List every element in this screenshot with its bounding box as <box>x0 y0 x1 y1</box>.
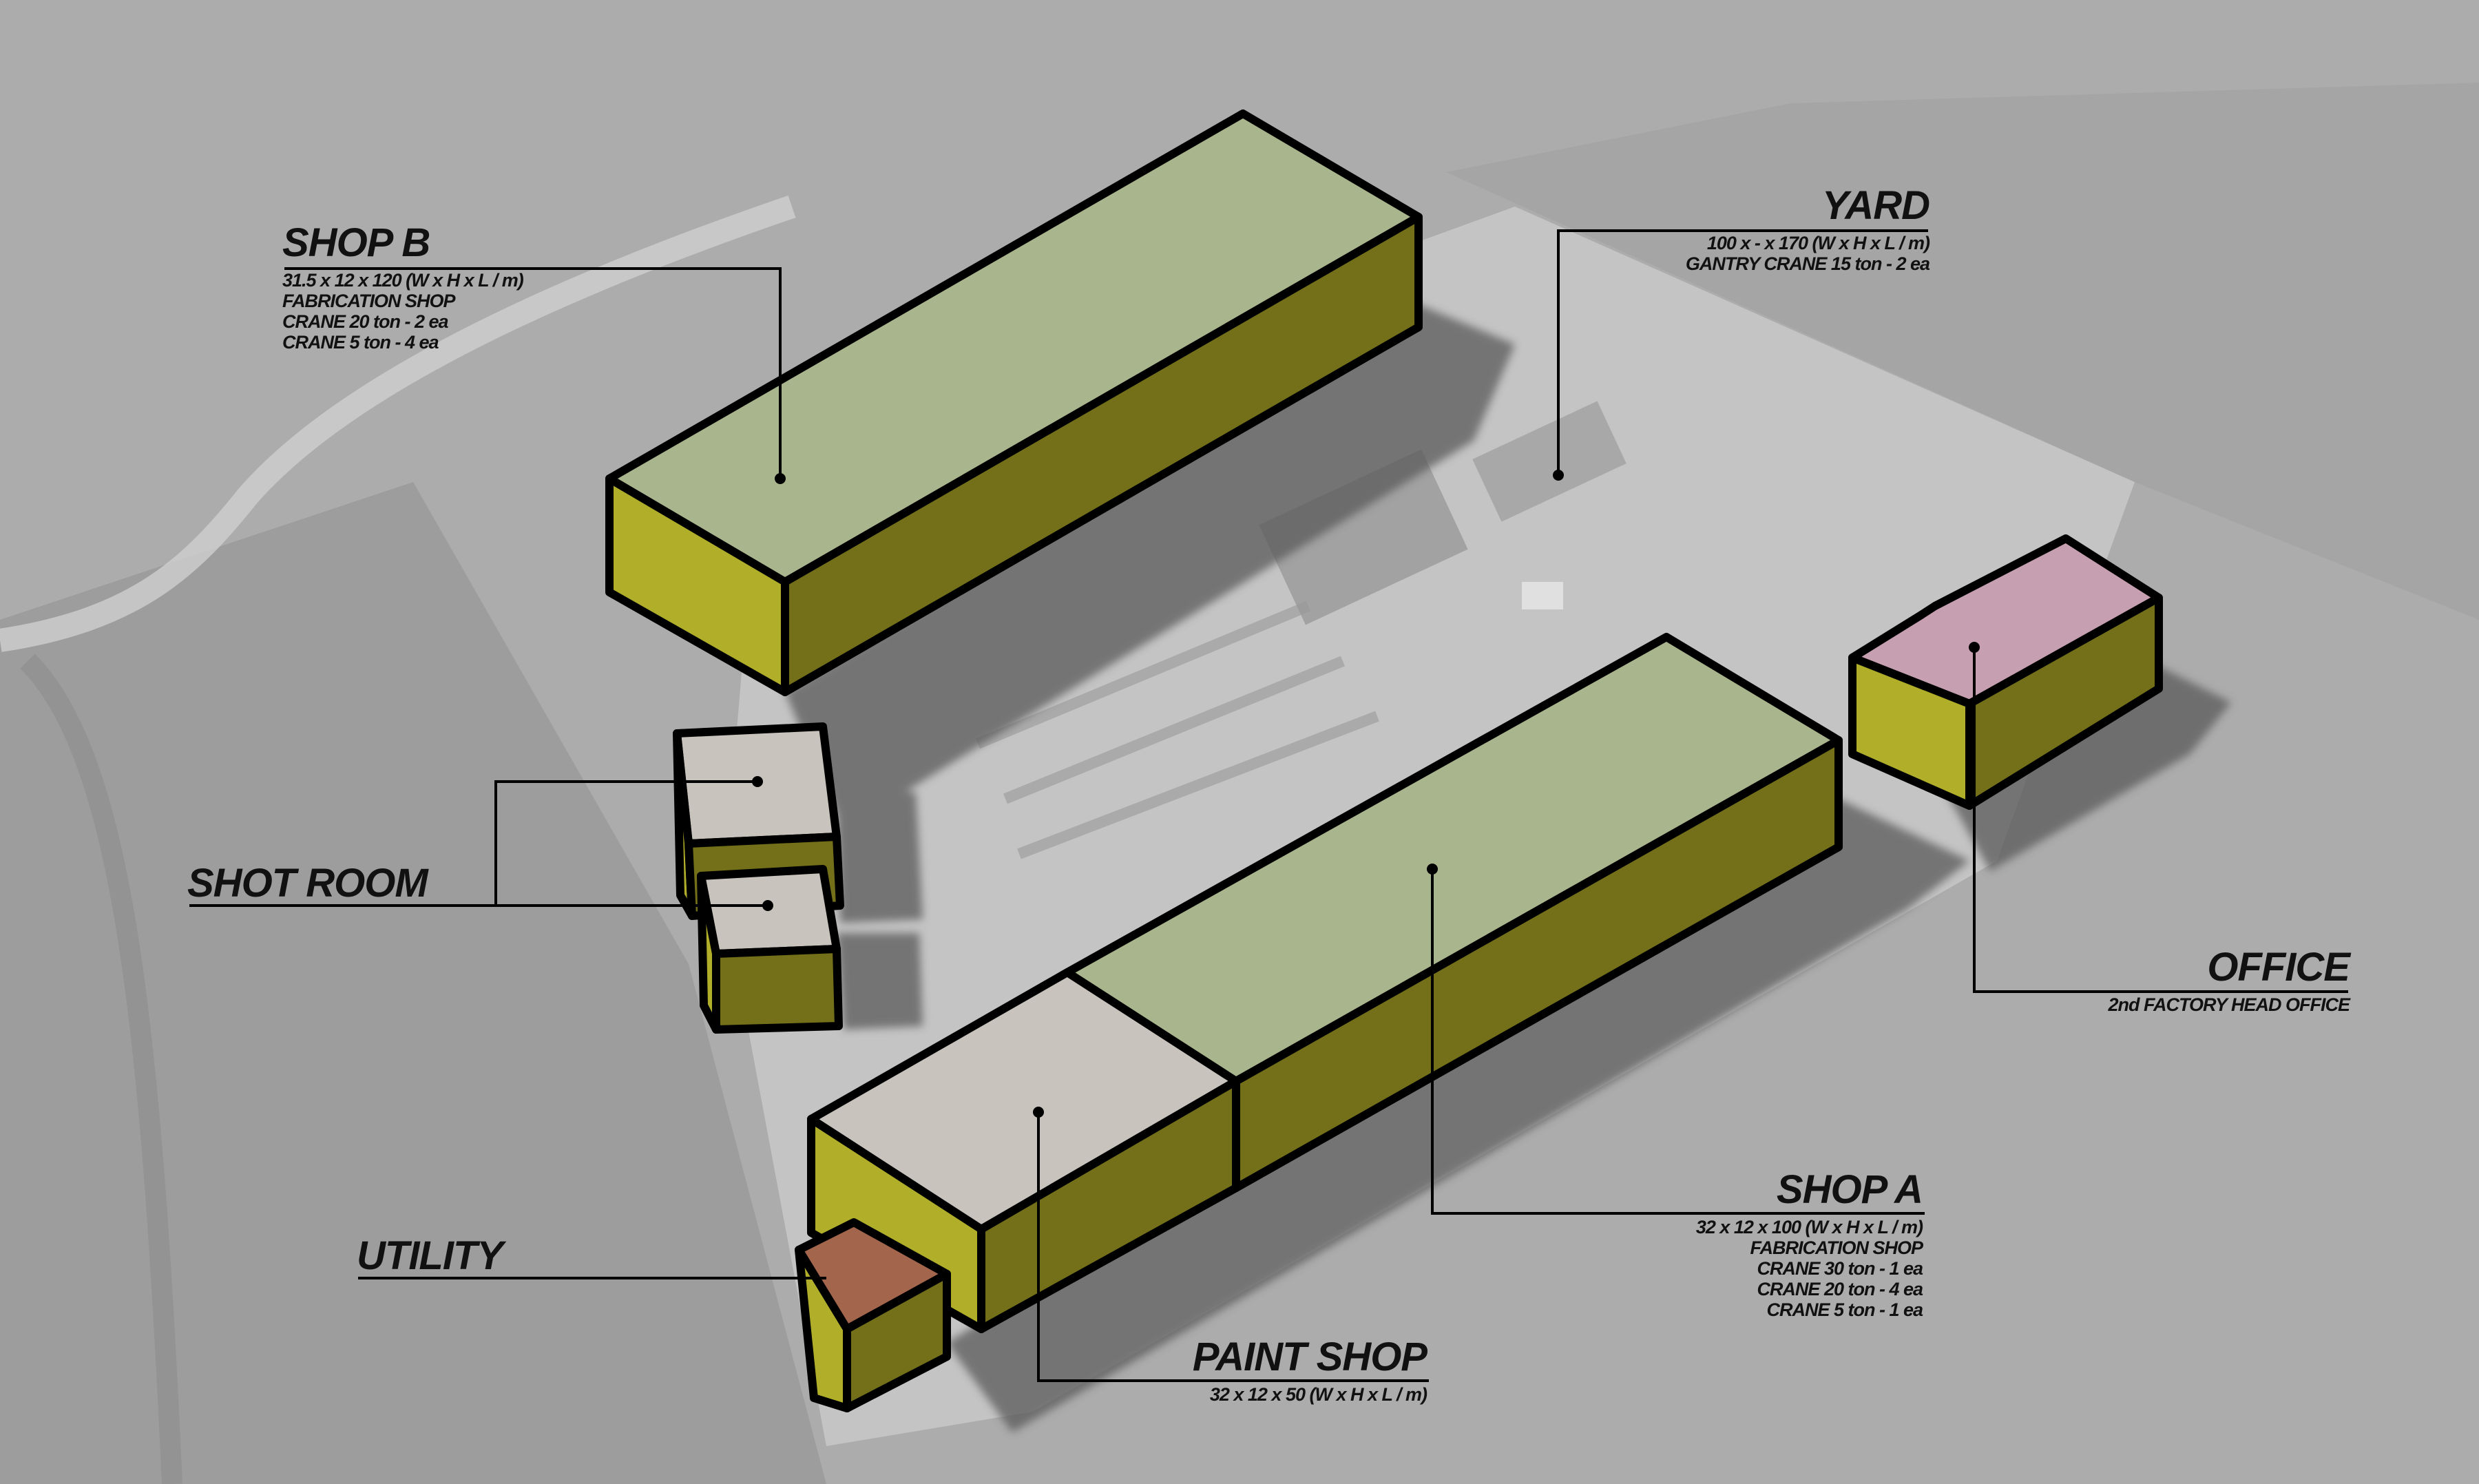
label-shop-b: SHOP B 31.5 x 12 x 120 (W x H x L / m) F… <box>282 220 524 353</box>
office-line-1: 2nd FACTORY HEAD OFFICE <box>2108 994 2350 1015</box>
leader-shop-b <box>284 267 782 479</box>
leader-dots <box>752 470 1980 1118</box>
shop-a-title: SHOP A <box>1776 1167 1923 1212</box>
shop-a-side-wall <box>1232 736 1843 1192</box>
utility-title: UTILITY <box>357 1233 503 1278</box>
shot-room-lower-roof <box>697 865 841 958</box>
shop-b-line-4: CRANE 5 ton - 4 ea <box>282 332 439 353</box>
shop-a-line-4: CRANE 20 ton - 4 ea <box>1757 1279 1923 1299</box>
building-shot-room-lower <box>697 865 843 1034</box>
leader-yard <box>1557 229 1928 475</box>
office-side-wall <box>1965 594 2163 810</box>
shop-b-line-1: 31.5 x 12 x 120 (W x H x L / m) <box>282 270 524 291</box>
label-yard: YARD 100 x - x 170 (W x H x L / m) GANTR… <box>1685 183 1930 275</box>
office-title: OFFICE <box>2207 945 2350 990</box>
shop-a-line-1: 32 x 12 x 100 (W x H x L / m) <box>1695 1217 1923 1237</box>
building-shadows <box>785 303 2231 1432</box>
shop-b-title: SHOP B <box>282 220 430 265</box>
yard-line-2: GANTRY CRANE 15 ton - 2 ea <box>1685 253 1930 274</box>
leader-shop-a <box>1431 869 1925 1215</box>
label-shot-room: SHOT ROOM <box>187 862 428 905</box>
building-shop-b <box>605 109 1423 696</box>
shop-b-line-3: CRANE 20 ton - 2 ea <box>282 311 449 332</box>
shop-b-line-2: FABRICATION SHOP <box>282 291 456 311</box>
shot-room-lower-side-wall <box>712 945 843 1034</box>
building-shop-a-paint-shop <box>807 633 1843 1333</box>
paint-shop-title: PAINT SHOP <box>1192 1335 1427 1379</box>
shop-a-line-2: FABRICATION SHOP <box>1750 1237 1923 1258</box>
shop-b-side-wall <box>781 213 1423 696</box>
building-office <box>1848 534 2163 810</box>
label-utility: UTILITY <box>357 1235 503 1277</box>
paint-shop-line-1: 32 x 12 x 50 (W x H x L / m) <box>1209 1384 1427 1405</box>
shot-room-title: SHOT ROOM <box>187 861 428 906</box>
leader-lines <box>189 229 2348 1382</box>
label-shop-a: SHOP A 32 x 12 x 100 (W x H x L / m) FAB… <box>1695 1167 1923 1321</box>
building-utility <box>795 1218 951 1412</box>
label-office: OFFICE 2nd FACTORY HEAD OFFICE <box>2108 945 2350 1016</box>
leader-shot-room <box>189 780 757 907</box>
shop-a-line-5: CRANE 5 ton - 1 ea <box>1766 1299 1923 1320</box>
yard-line-1: 100 x - x 170 (W x H x L / m) <box>1706 233 1930 253</box>
label-paint-shop: PAINT SHOP 32 x 12 x 50 (W x H x L / m) <box>1193 1336 1427 1405</box>
utility-side-wall <box>843 1270 951 1412</box>
leader-office <box>1973 647 2348 993</box>
leader-paint-shop <box>1037 1112 1429 1382</box>
shop-a-line-3: CRANE 30 ton - 1 ea <box>1757 1258 1923 1279</box>
yard-title: YARD <box>1821 183 1930 228</box>
